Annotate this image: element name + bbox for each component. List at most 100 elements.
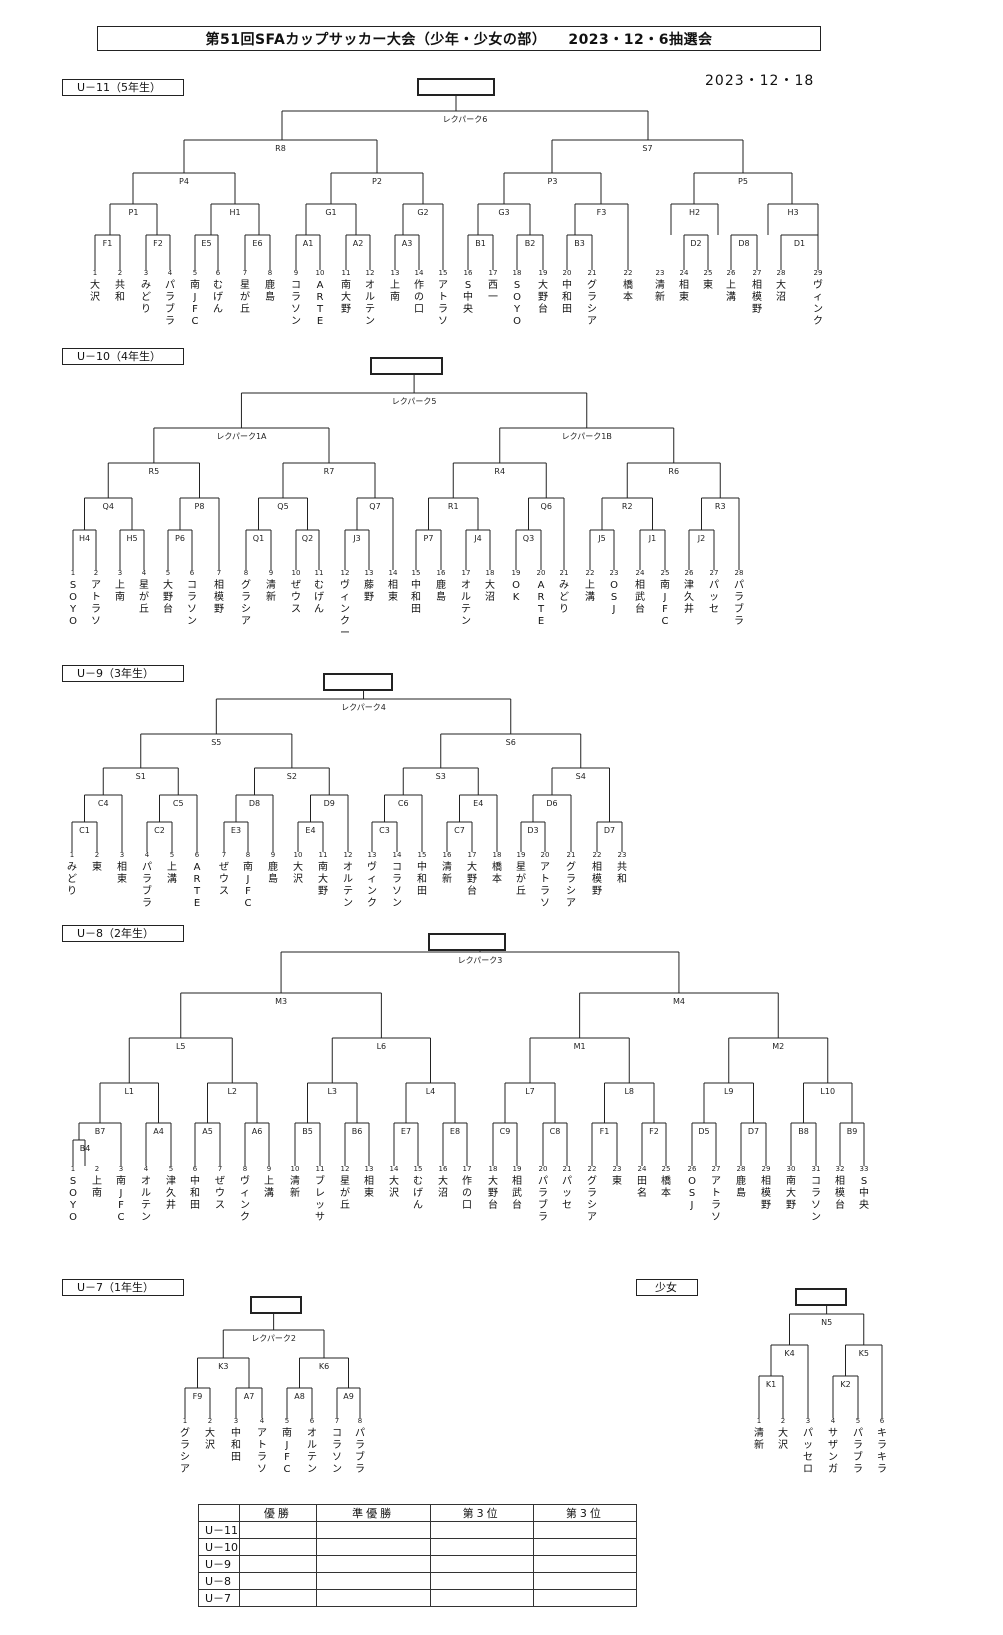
team-number: 2 xyxy=(94,569,98,577)
match-label: P6 xyxy=(175,534,185,543)
team-name: グラシア xyxy=(241,578,251,627)
team-number: 8 xyxy=(244,569,248,577)
team-number: 24 xyxy=(636,569,645,577)
team-name: 東 xyxy=(92,860,102,873)
team-name: 上溝 xyxy=(167,861,177,885)
team-name: コラソン xyxy=(332,1428,342,1475)
match-label: R1 xyxy=(448,502,459,511)
result-cell[interactable] xyxy=(429,1555,534,1573)
team-name: 中和田 xyxy=(417,860,427,897)
team-name: オルテン xyxy=(343,861,353,909)
team-name: グラシア xyxy=(587,1174,597,1223)
result-cell[interactable] xyxy=(315,1555,431,1573)
team-name: 上溝 xyxy=(726,279,736,303)
team-name: パラブラ xyxy=(165,279,175,327)
team-name: ヴィンク xyxy=(367,860,377,909)
team-number: 3 xyxy=(144,269,148,277)
result-cell[interactable] xyxy=(532,1521,638,1539)
team-name: キラキラ xyxy=(877,1428,887,1475)
result-cell[interactable] xyxy=(532,1538,638,1556)
team-number: 9 xyxy=(269,569,273,577)
team-name: ぜウス xyxy=(215,1175,225,1211)
result-cell[interactable] xyxy=(315,1572,431,1590)
team-number: 1 xyxy=(71,1165,75,1173)
team-number: 20 xyxy=(537,569,546,577)
team-number: 9 xyxy=(267,1165,271,1173)
match-label: P3 xyxy=(548,177,558,186)
team-number: 25 xyxy=(662,1165,671,1173)
match-label: B9 xyxy=(847,1127,858,1136)
document-date: 2023・12・18 xyxy=(705,73,815,89)
result-cell[interactable] xyxy=(532,1572,638,1590)
result-cell[interactable] xyxy=(239,1521,317,1539)
result-cell[interactable] xyxy=(239,1572,317,1590)
team-name: 東 xyxy=(703,278,713,291)
team-number: 11 xyxy=(319,851,328,859)
result-cell[interactable] xyxy=(532,1589,638,1607)
team-name: 相模台 xyxy=(835,1174,845,1211)
result-cell[interactable] xyxy=(239,1538,317,1556)
team-number: 1 xyxy=(70,851,74,859)
team-name: 藤野 xyxy=(364,579,374,603)
match-label: A4 xyxy=(153,1127,164,1136)
result-cell[interactable] xyxy=(532,1555,638,1573)
team-number: 2 xyxy=(208,1417,212,1425)
match-label: B1 xyxy=(475,239,486,248)
team-name: 西一 xyxy=(488,280,498,303)
team-name: パラブラ xyxy=(853,1427,863,1475)
result-cell[interactable] xyxy=(315,1589,431,1607)
match-label: P7 xyxy=(424,534,434,543)
result-cell[interactable] xyxy=(315,1538,431,1556)
team-number: 13 xyxy=(391,269,400,277)
team-name: 清新 xyxy=(655,278,665,303)
team-number: 23 xyxy=(656,269,665,277)
match-label: K4 xyxy=(784,1349,794,1358)
team-number: 24 xyxy=(680,269,689,277)
match-label: Q3 xyxy=(523,534,534,543)
team-name: 大沢 xyxy=(389,1174,399,1199)
team-name: 星が丘 xyxy=(340,1175,350,1211)
result-cell[interactable] xyxy=(429,1589,534,1607)
team-name: オルテン xyxy=(365,279,375,327)
result-cell[interactable] xyxy=(429,1538,534,1556)
team-number: 3 xyxy=(118,569,122,577)
result-cell[interactable] xyxy=(239,1589,317,1607)
match-label: J1 xyxy=(648,534,656,543)
winner-box-u9 xyxy=(323,673,393,691)
match-label: E5 xyxy=(201,239,211,248)
team-number: 5 xyxy=(170,851,174,859)
match-label: C7 xyxy=(454,826,465,835)
team-number: 7 xyxy=(217,569,221,577)
section-label-girls: 少女 xyxy=(636,1279,698,1296)
result-cell[interactable] xyxy=(429,1572,534,1590)
team-number: 16 xyxy=(439,1165,448,1173)
team-name: アトラソ xyxy=(438,280,448,327)
result-cell[interactable] xyxy=(239,1555,317,1573)
match-label: K5 xyxy=(859,1349,869,1358)
team-name: 上溝 xyxy=(585,579,595,603)
team-name: 大沢 xyxy=(778,1426,788,1451)
match-label: E8 xyxy=(450,1127,460,1136)
team-number: 19 xyxy=(539,269,548,277)
team-number: 20 xyxy=(541,851,550,859)
team-name: 中和田 xyxy=(562,278,572,315)
winner-box-u8 xyxy=(428,933,506,951)
team-name: むげん xyxy=(213,279,223,315)
team-name: 作の口 xyxy=(462,1175,472,1211)
result-cell[interactable] xyxy=(315,1521,431,1539)
team-number: 18 xyxy=(493,851,502,859)
match-label: E4 xyxy=(305,826,315,835)
team-name: 大沼 xyxy=(485,578,495,603)
result-cell[interactable] xyxy=(429,1521,534,1539)
match-label: L1 xyxy=(124,1087,134,1096)
